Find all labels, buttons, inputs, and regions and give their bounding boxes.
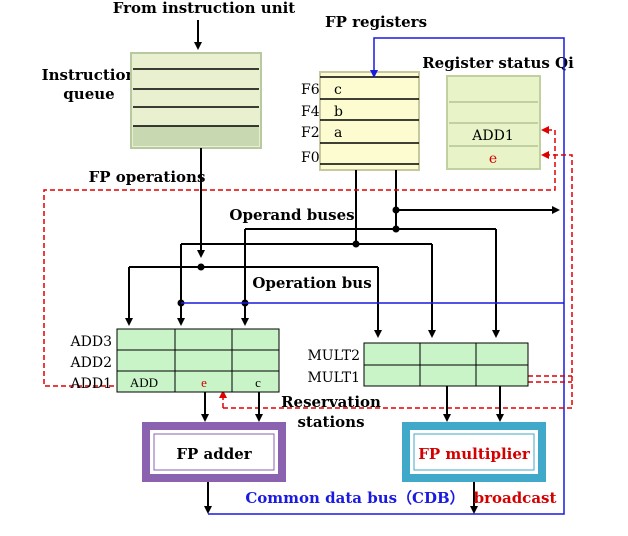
station-output-arrows bbox=[201, 386, 504, 422]
station-name-add3: ADD3 bbox=[70, 334, 112, 350]
from-instruction-unit-label: From instruction unit bbox=[113, 0, 296, 17]
station-name-add1: ADD1 bbox=[70, 376, 112, 392]
station-name-mult1: MULT1 bbox=[307, 370, 360, 386]
fp-adder-label: FP adder bbox=[176, 445, 252, 463]
register-name-f2: F2 bbox=[301, 125, 320, 141]
unit-output-arrows bbox=[204, 482, 478, 514]
instruction-queue-label-2: queue bbox=[63, 85, 114, 103]
register-value-f2: a bbox=[334, 125, 342, 141]
station-name-mult2: MULT2 bbox=[307, 348, 360, 364]
fp-multiplier-label: FP multiplier bbox=[418, 445, 531, 463]
register-value-f6: c bbox=[334, 82, 342, 98]
instruction-queue bbox=[130, 52, 262, 149]
tag-dashed-lines bbox=[43, 126, 573, 409]
fp-register-file bbox=[319, 71, 420, 171]
fp-adder bbox=[142, 422, 286, 482]
add1-qj-cell: e bbox=[201, 375, 207, 390]
register-status-table bbox=[446, 75, 541, 170]
reservation-stations-label-2: stations bbox=[297, 413, 364, 431]
instruction-queue-label-1: Instruction bbox=[42, 66, 137, 84]
cdb-label: Common data bus（CDB） bbox=[245, 489, 464, 507]
operand-buses bbox=[125, 170, 560, 338]
register-name-f6: F6 bbox=[301, 82, 320, 98]
reservation-stations-label-1: Reservation bbox=[281, 393, 381, 411]
register-name-f4: F4 bbox=[301, 104, 320, 120]
register-value-f4: b bbox=[334, 104, 343, 120]
fp-registers-label: FP registers bbox=[325, 13, 427, 31]
station-name-add2: ADD2 bbox=[70, 355, 112, 371]
add1-op-cell: ADD bbox=[130, 375, 158, 390]
broadcast-label: broadcast bbox=[474, 489, 557, 507]
operation-bus-label: Operation bus bbox=[252, 274, 371, 292]
fp-operations-label: FP operations bbox=[89, 168, 206, 186]
fp-multiplier bbox=[402, 422, 546, 482]
add1-vk-cell: c bbox=[255, 375, 261, 390]
common-data-bus bbox=[181, 37, 565, 515]
mult-reservation-stations bbox=[363, 342, 529, 387]
register-status-f0: e bbox=[489, 151, 497, 167]
register-status-f2: ADD1 bbox=[471, 128, 513, 144]
operand-buses-label: Operand buses bbox=[229, 206, 354, 224]
add-reservation-stations bbox=[116, 328, 280, 393]
register-status-label: Register status Qi bbox=[422, 54, 574, 72]
register-name-f0: F0 bbox=[301, 150, 320, 166]
